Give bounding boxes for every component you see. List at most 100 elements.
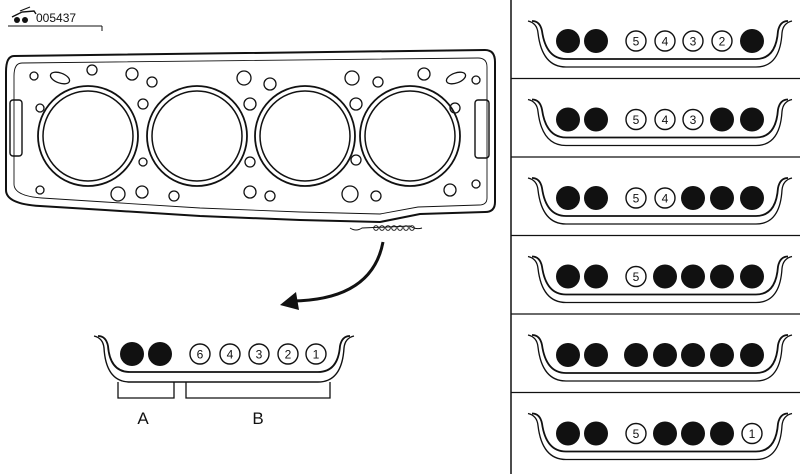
notch-number: 2 [719,34,726,48]
filled-notch [740,29,764,53]
filled-notch [556,343,580,367]
filled-notch [710,421,734,446]
variant-tab-outline [531,98,789,139]
edge-tooth [373,225,379,231]
end-slot-left [9,99,23,157]
edge-tooth [409,225,415,231]
open-notch [625,108,647,131]
notch-number: 5 [633,427,640,441]
open-notch [189,343,211,365]
gasket-hole [29,71,39,81]
edge-tooth [403,225,409,231]
gasket-hole [349,97,363,111]
gasket-hole [264,190,276,202]
notch [584,107,608,132]
gasket-hole [449,102,461,114]
gasket-hole [372,76,384,88]
notch: 3 [248,343,270,365]
notch [681,264,705,289]
gasket-hole [471,75,481,85]
notch [556,29,580,53]
variant-tab-outline-outer [527,412,793,461]
gasket-hole [137,98,149,110]
filled-notch [740,343,764,367]
arrow-head-icon [280,292,299,310]
gasket-outline [5,48,496,224]
cylinder-bore-3 [254,85,356,187]
notch-number: 5 [633,191,640,205]
detail-tab-outline-outer [93,335,355,383]
notch: 2 [711,30,733,52]
gasket-hole [86,64,98,76]
notch-number: 4 [662,191,669,205]
gasket-hole [350,154,362,166]
detail-tab-outline [97,335,351,373]
filled-notch [740,264,764,289]
filled-notch [653,421,677,446]
filled-notch [681,186,705,210]
filled-notch [624,343,648,367]
notch [584,264,608,289]
gasket-hole [344,70,360,86]
filled-notch [740,107,764,132]
variant-tab-outline [531,334,789,374]
notch [556,264,580,289]
filled-notch [148,342,172,366]
notch [556,343,580,367]
open-notch [248,343,270,365]
variant-tab-outline-outer [527,20,793,68]
gasket-hole [243,185,257,199]
filled-notch [556,264,580,289]
notch-number: 5 [633,34,640,48]
cylinder-bore-1 [37,85,139,187]
notch-number: 3 [690,113,697,127]
notch: 1 [741,422,763,445]
notch [653,264,677,289]
variant-tab-outline-outer [527,98,793,147]
notch-number: 4 [227,347,234,361]
filled-notch [584,29,608,53]
filled-notch [584,186,608,210]
notch [584,343,608,367]
notch: 5 [625,422,647,445]
car-logo-icon [11,6,37,23]
filled-notch [556,186,580,210]
variant-tab-outline-outer [527,177,793,225]
notch [740,343,764,367]
gasket-hole [168,190,180,202]
notch-number: 3 [256,347,263,361]
open-notch [682,30,704,52]
variant-tab-outline [531,255,789,296]
notch-number: 5 [633,270,640,284]
oval-port-left [49,71,71,85]
notch-number: 5 [633,113,640,127]
variant-row [511,313,800,382]
detail-arrow [280,241,385,310]
notch [148,342,172,366]
filled-notch [584,343,608,367]
open-notch [625,265,647,288]
gasket-id-notch-strip [349,225,423,231]
open-notch [277,343,299,365]
variant-tab-outline [531,177,789,217]
notch [556,421,580,446]
notch-number: 4 [662,113,669,127]
notch: 5 [625,187,647,209]
open-notch [625,422,647,445]
notch [740,107,764,132]
notch: 4 [654,108,676,131]
notch [584,29,608,53]
gasket-hole [35,103,45,113]
filled-notch [584,264,608,289]
notch [584,186,608,210]
cylinder-bore-2 [146,85,248,187]
notch [624,343,648,367]
open-notch [625,187,647,209]
filled-notch [584,107,608,132]
bracket-b [185,382,331,399]
open-notch [682,108,704,131]
